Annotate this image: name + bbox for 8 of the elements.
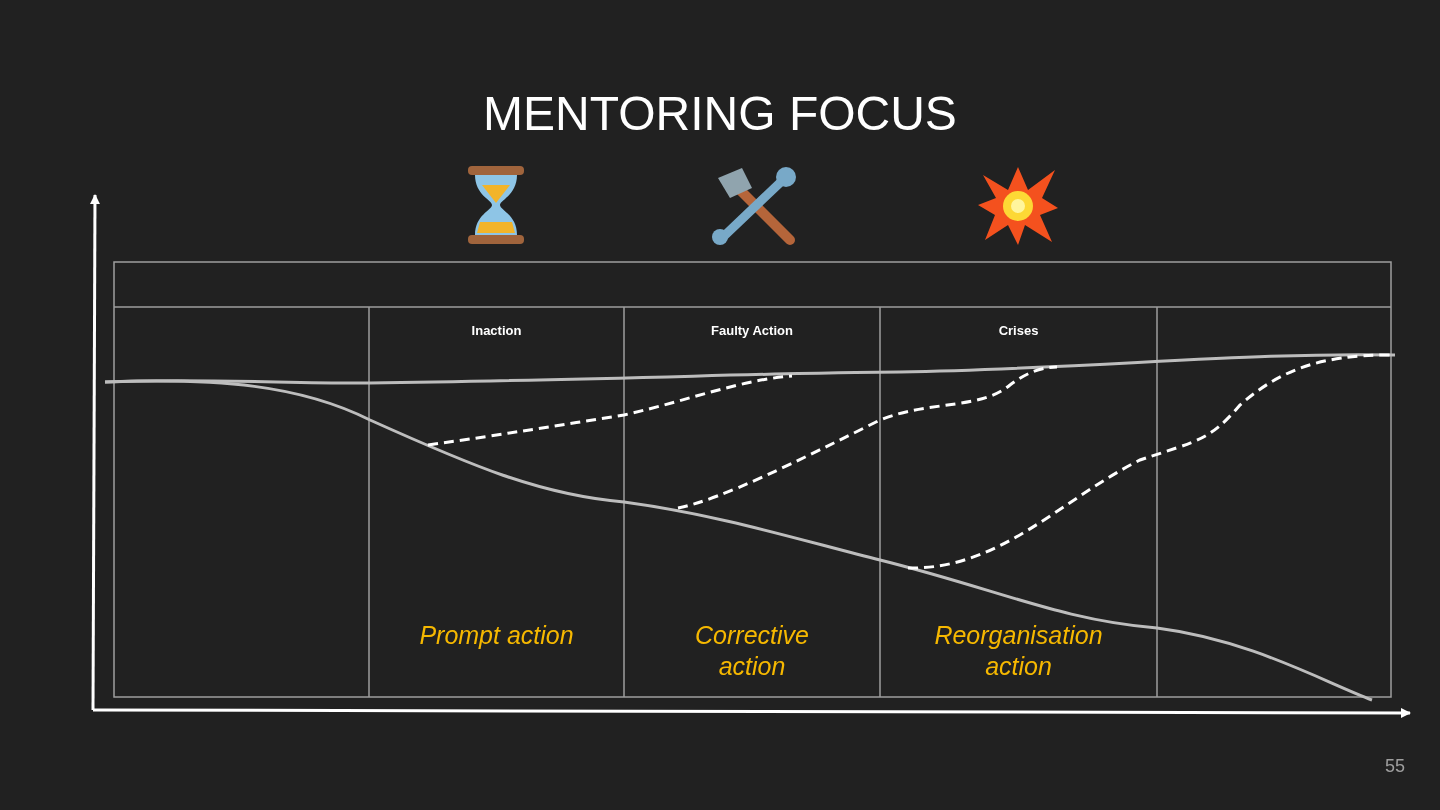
- column-header: Faulty Action: [710, 323, 794, 338]
- column-header: Inaction: [470, 323, 523, 338]
- column-header: Crises: [997, 323, 1040, 338]
- page-number: 55: [1384, 756, 1406, 777]
- action-label: Corrective action: [694, 620, 810, 682]
- action-label: Reorganisation action: [933, 620, 1104, 682]
- slide-title: MENTORING FOCUS: [482, 86, 958, 141]
- action-label: Prompt action: [418, 620, 575, 651]
